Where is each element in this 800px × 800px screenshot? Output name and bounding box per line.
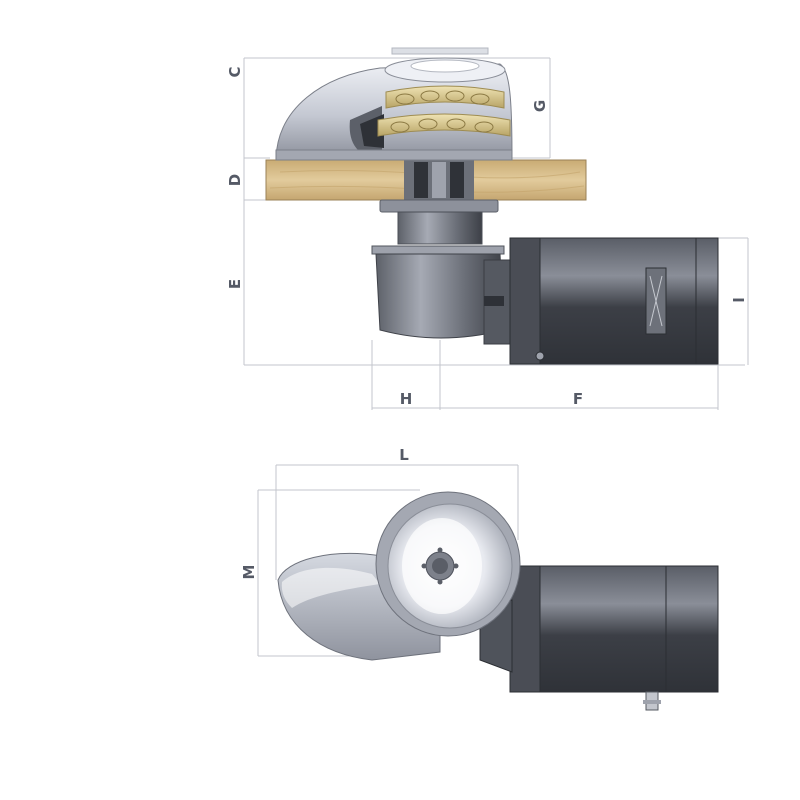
dimension-label-h: H bbox=[400, 390, 413, 408]
dimension-label-m: M bbox=[240, 565, 258, 580]
drum-hub bbox=[421, 547, 459, 585]
side-view: C D E G I H F bbox=[226, 47, 749, 410]
top-view: L M bbox=[240, 446, 719, 711]
dimension-label-f: F bbox=[573, 390, 583, 408]
dimension-label-e: E bbox=[226, 279, 244, 289]
gypsy-drum-top bbox=[375, 491, 521, 637]
gearbox bbox=[371, 245, 513, 345]
dimension-label-l: L bbox=[399, 446, 409, 464]
dimension-label-i: I bbox=[730, 297, 748, 303]
motor-top bbox=[509, 565, 719, 711]
dimension-lines-top bbox=[257, 464, 519, 657]
motor bbox=[509, 237, 719, 365]
windlass-dome bbox=[275, 47, 513, 161]
dimension-label-d: D bbox=[226, 174, 244, 186]
dimension-label-c: C bbox=[226, 66, 244, 77]
deck-shaft bbox=[404, 160, 474, 200]
dimension-label-g: G bbox=[531, 100, 549, 112]
under-deck-flange bbox=[379, 199, 499, 245]
dimension-lines-side bbox=[243, 57, 749, 410]
